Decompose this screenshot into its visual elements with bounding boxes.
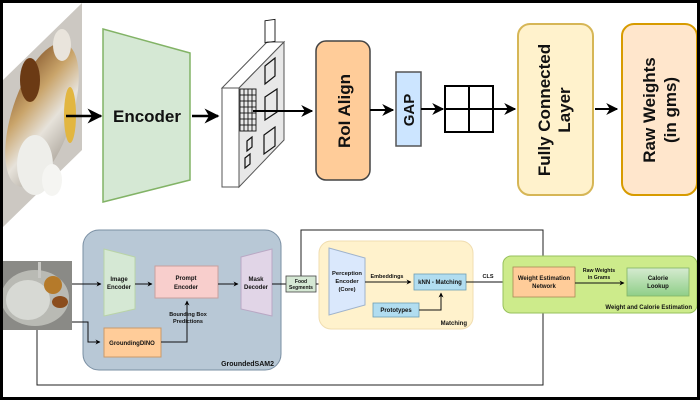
knn-label: kNN - Matching xyxy=(418,280,462,286)
perception-encoder-line1: Perception xyxy=(332,271,362,277)
food-segments-block: Food Segments xyxy=(285,275,317,293)
prompt-encoder-line1: Prompt xyxy=(176,276,197,282)
bbox-label-line2: Predictions xyxy=(173,319,203,325)
encoder-block: Encoder xyxy=(102,28,191,203)
weight-estimation-block: Weight Estimation Network xyxy=(512,266,576,298)
roi-align-block: RoI Align xyxy=(315,40,371,181)
groundingdino-block: GroundingDINO xyxy=(103,327,162,358)
prototypes-label: Prototypes xyxy=(380,308,412,314)
roi-align-label: RoI Align xyxy=(335,74,354,148)
prompt-encoder-block: Prompt Encoder xyxy=(154,265,219,299)
calorie-lookup-block: Calorie Lookup xyxy=(626,267,690,297)
weight-net-line1: Weight Estimation xyxy=(518,276,571,282)
mask-decoder-line2: Decoder xyxy=(244,285,269,291)
embeddings-label: Embeddings xyxy=(370,274,403,280)
image-encoder-line1: Image xyxy=(110,277,128,283)
weight-calorie-label: Weight and Calorie Estimation xyxy=(605,305,692,311)
arrow-segments-to-weight-net xyxy=(300,229,546,278)
diagram-canvas: Encoder RoI Align GAP xyxy=(3,3,697,397)
weight-net-line2: Network xyxy=(532,284,556,290)
fully-connected-block: Fully Connected Layer xyxy=(517,23,594,196)
raw-weights-label-line2: (in gms) xyxy=(661,77,680,143)
fc-label-line2: Layer xyxy=(555,87,574,133)
groundingdino-label: GroundingDINO xyxy=(109,341,155,347)
arrow-prototypes-to-knn xyxy=(419,292,444,311)
prototypes-block: Prototypes xyxy=(372,302,420,318)
image-encoder-line2: Encoder xyxy=(107,285,132,291)
pooled-vector-grid xyxy=(444,85,494,133)
perception-encoder-line2: Encoder xyxy=(335,279,359,285)
raw-weights-block: Raw Weights (in gms) xyxy=(621,23,697,196)
mask-decoder-block: Mask Decoder xyxy=(240,248,273,317)
raw-weights-grams-line1: Raw Weights xyxy=(583,268,615,274)
arrow-image-to-weight-net xyxy=(36,302,546,386)
gap-block: GAP xyxy=(395,71,422,147)
bbox-label-line1: Bounding Box xyxy=(169,312,208,318)
architecture-diagram: Encoder RoI Align GAP xyxy=(3,3,697,386)
input-food-image-bottom xyxy=(3,261,72,330)
feature-map xyxy=(220,18,286,189)
fc-label-line1: Fully Connected xyxy=(535,44,554,176)
prompt-encoder-line2: Encoder xyxy=(174,285,199,291)
arrow-groundingdino-to-prompt-encoder xyxy=(161,300,190,343)
arrow-image-to-groundingdino xyxy=(72,321,101,345)
raw-weights-grams-line2: in Grams xyxy=(588,275,611,281)
groundedsam2-label: GroundedSAM2 xyxy=(221,361,274,368)
encoder-label: Encoder xyxy=(113,107,181,126)
food-segments-line2: Segments xyxy=(289,285,313,291)
food-segments-line1: Food xyxy=(295,279,307,285)
perception-encoder-block: Perception Encoder (Core) xyxy=(328,247,366,316)
matching-label: Matching xyxy=(441,321,468,327)
calorie-lookup-line1: Calorie xyxy=(648,276,669,282)
knn-matching-block: kNN - Matching xyxy=(413,273,467,291)
mask-decoder-line1: Mask xyxy=(248,277,264,283)
image-encoder-block: Image Encoder xyxy=(103,248,136,317)
calorie-lookup-line2: Lookup xyxy=(647,284,669,290)
raw-weights-label-line1: Raw Weights xyxy=(640,57,659,162)
gap-label: GAP xyxy=(401,94,418,127)
cls-label: CLS xyxy=(483,274,494,280)
perception-encoder-line3: (Core) xyxy=(338,287,355,293)
